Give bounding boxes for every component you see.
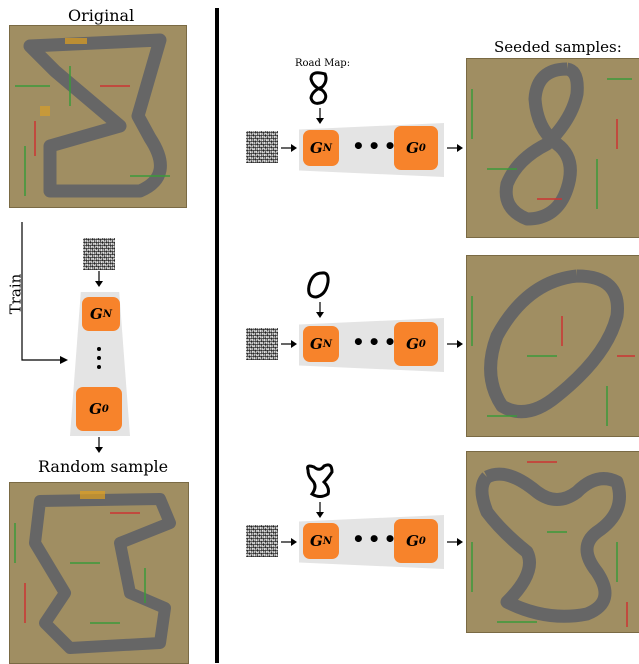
original-label: Original <box>68 6 135 25</box>
arrow-right-icon <box>281 340 297 348</box>
seeded-sample-squiggle <box>466 451 639 633</box>
road-map-sketch-eight <box>309 71 328 105</box>
road-map-sketch-squiggle <box>306 463 334 498</box>
road-map-sketch-zero <box>307 271 330 299</box>
noise-input <box>246 328 278 360</box>
arrow-right-icon <box>447 144 463 152</box>
gen-letter: G <box>406 335 419 353</box>
horizontal-ellipsis: ••• <box>352 134 400 158</box>
horizontal-ellipsis: ••• <box>352 330 400 354</box>
seeded-samples-label: Seeded samples: <box>494 38 622 56</box>
gen-letter: G <box>310 139 323 157</box>
train-arrow <box>21 222 68 364</box>
arrow-down-icon <box>316 502 324 518</box>
arrow-right-icon <box>281 538 297 546</box>
arrow-down-icon <box>95 437 103 453</box>
vertical-divider <box>215 8 219 663</box>
original-track-image <box>9 25 187 208</box>
gen-index: 0 <box>418 338 426 350</box>
arrow-right-icon <box>447 340 463 348</box>
arrow-down-icon <box>316 108 324 124</box>
gen-letter: G <box>406 139 419 157</box>
arrow-right-icon <box>447 538 463 546</box>
random-sample-image <box>9 482 189 664</box>
arrow-down-icon <box>95 271 103 287</box>
horizontal-ellipsis: ••• <box>352 527 400 551</box>
arrow-down-icon <box>316 302 324 318</box>
gen-letter: G <box>89 400 102 418</box>
seeded-sample-zero <box>466 255 639 437</box>
gen-letter: G <box>90 305 103 323</box>
gen-letter: G <box>406 532 419 550</box>
gen-letter: G <box>310 532 323 550</box>
gen-index: N <box>322 535 332 547</box>
vertical-ellipsis <box>97 347 101 369</box>
gen-index: 0 <box>418 535 426 547</box>
noise-input <box>246 525 278 557</box>
gen-index: N <box>102 308 112 320</box>
road-map-label: Road Map: <box>295 58 351 69</box>
seeded-sample-eight <box>466 58 639 238</box>
gen-index: N <box>322 142 332 154</box>
random-sample-label: Random sample <box>38 457 169 476</box>
train-label: Train <box>6 273 25 315</box>
noise-input <box>83 238 115 270</box>
arrow-right-icon <box>281 144 297 152</box>
gen-index: 0 <box>418 142 426 154</box>
noise-input <box>246 131 278 163</box>
gen-index: 0 <box>101 403 109 415</box>
gen-index: N <box>322 338 332 350</box>
gen-letter: G <box>310 335 323 353</box>
